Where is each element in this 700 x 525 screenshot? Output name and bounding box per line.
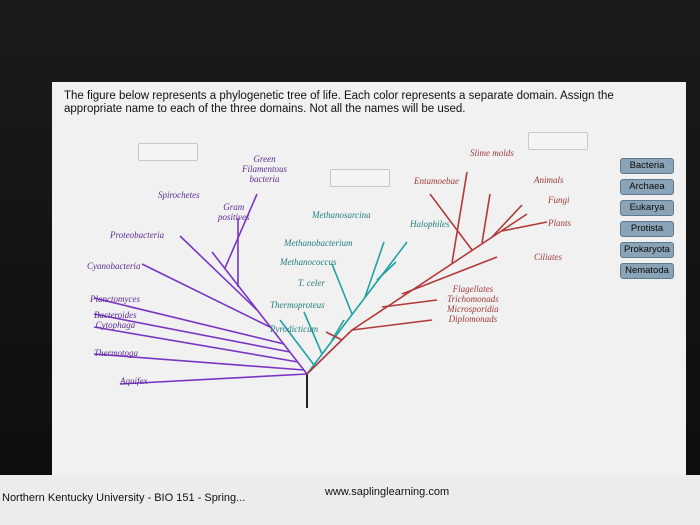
eukarya-branches	[306, 171, 548, 375]
question-panel: The figure below represents a phylogenet…	[52, 82, 686, 475]
label-pyrodicticum: Pyrodicticum	[270, 324, 319, 334]
label-halophiles: Halophiles	[410, 219, 450, 229]
label-spirochetes: Spirochetes	[158, 190, 200, 200]
label-fungi: Fungi	[548, 195, 570, 205]
label-bacteroides-cytophaga: Bacteroides Cytophaga	[94, 310, 137, 330]
label-slime-molds: Slime molds	[470, 148, 514, 158]
answer-chip-protista[interactable]: Protista	[620, 221, 674, 237]
archaea-branches	[279, 241, 408, 375]
label-methanobacterium: Methanobacterium	[284, 238, 353, 248]
drop-target-archaea[interactable]	[330, 169, 390, 187]
label-thermoproteus: Thermoproteus	[270, 300, 325, 310]
answer-chip-nematoda[interactable]: Nematoda	[620, 263, 674, 279]
drop-target-eukarya[interactable]	[528, 132, 588, 150]
label-ciliates: Ciliates	[534, 252, 563, 262]
site-url: www.saplinglearning.com	[325, 486, 450, 498]
label-trichomonads: Trichomonads	[447, 294, 499, 304]
answer-chip-bacteria[interactable]: Bacteria	[620, 158, 674, 174]
label-plants: Plants	[548, 218, 572, 228]
label-proteobacteria: Proteobacteria	[110, 230, 165, 240]
label-methanosarcina: Methanosarcina	[312, 210, 371, 220]
answer-chip-archaea[interactable]: Archaea	[620, 179, 674, 195]
label-gram-positives: Gram positives	[218, 202, 250, 222]
label-t-celer: T. celer	[298, 278, 325, 288]
label-flagellates: Flagellates	[452, 284, 494, 294]
label-thermotoga: Thermotoga	[94, 348, 139, 358]
question-prompt: The figure below represents a phylogenet…	[64, 90, 614, 115]
label-protist-group: Flagellates Trichomonads Microsporidia D…	[447, 284, 499, 324]
label-methanococcus: Methanococcus	[280, 257, 337, 267]
label-cyanobacteria: Cyanobacteria	[87, 261, 141, 271]
label-entamoebae: Entamoebae	[414, 176, 459, 186]
label-planctomyces: Planctomyces	[90, 294, 140, 304]
label-animals: Animals	[534, 175, 564, 185]
label-green-filamentous-bacteria: Green Filamentous bacteria	[242, 154, 287, 184]
label-microsporidia: Microsporidia	[447, 304, 499, 314]
course-title: Northern Kentucky University - BIO 151 -…	[2, 492, 246, 504]
answer-chip-prokaryota[interactable]: Prokaryota	[620, 242, 674, 258]
answer-chip-eukarya[interactable]: Eukarya	[620, 200, 674, 216]
drop-target-bacteria[interactable]	[138, 143, 198, 161]
phylogenetic-tree	[93, 171, 548, 408]
bacteria-branches	[93, 193, 308, 385]
label-diplomonads: Diplomonads	[448, 314, 498, 324]
label-aquifex: Aquifex	[120, 376, 148, 386]
footer-bar	[0, 475, 700, 525]
answer-bank: Bacteria Archaea Eukarya Protista Prokar…	[620, 158, 680, 284]
